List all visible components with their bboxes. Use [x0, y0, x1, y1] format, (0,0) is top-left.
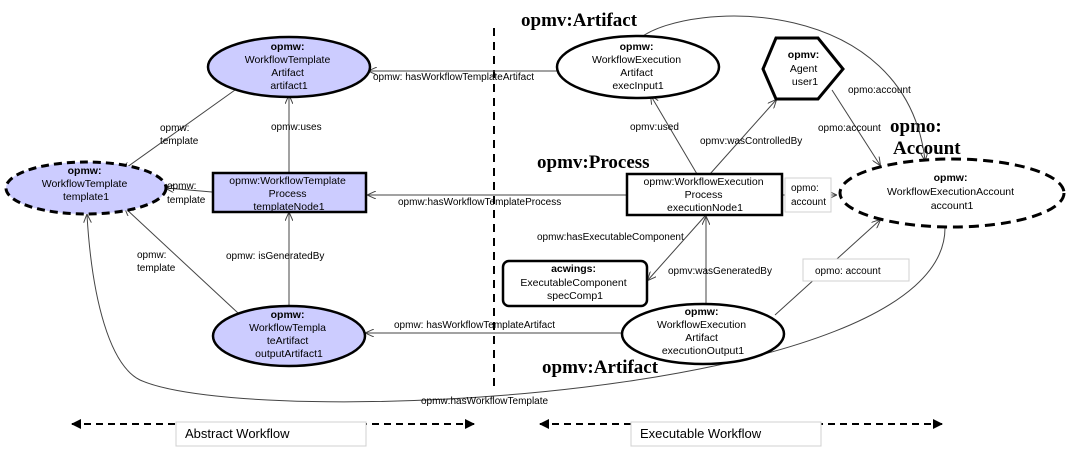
label-isGeneratedBy: opmw: isGeneratedBy [226, 251, 324, 262]
svg-text:acwings: ExecutableCompo: acwings: ExecutableComponent specComp1 [520, 263, 629, 302]
executable-workflow-label: Executable Workflow [640, 426, 762, 441]
node-executionNode1[interactable]: opmw:WorkflowExecution Process execution… [625, 172, 784, 217]
edge-labels: opmw: template opmw: template opmw: temp… [137, 72, 911, 407]
label-wasGeneratedBy: opmv:wasGeneratedBy [668, 266, 772, 277]
svg-text:opmw: WorkflowTempla: opmw: WorkflowTempla teArtifact outputAr… [249, 309, 329, 360]
label-used: opmv:used [630, 122, 679, 133]
label-hasWorkflowTemplateArtifact-top: opmw: hasWorkflowTemplateArtifact [373, 72, 534, 83]
label-account-input: opmo:account [818, 123, 881, 134]
label-hasExecutableComponent: opmw:hasExecutableComponent [537, 232, 684, 243]
svg-text:opmw: WorkflowTemplate: opmw: WorkflowTemplate template1 [42, 165, 131, 203]
svg-text:opmw: WorkflowExecutionA: opmw: WorkflowExecutionAccount account1 [887, 172, 1017, 212]
label-wasControlledBy: opmv:wasControlledBy [700, 136, 802, 147]
node-account1[interactable]: opmw: WorkflowExecutionAccount account1 [838, 157, 1066, 229]
executable-label-box [630, 421, 822, 447]
edge-hasWorkflowTemplate [87, 215, 946, 403]
node-outputArtifact1[interactable]: opmw: WorkflowTempla teArtifact outputAr… [211, 304, 367, 368]
edge-account-execInput1 [639, 15, 925, 160]
label-account: Account [893, 138, 961, 159]
account-output-label-box [802, 258, 910, 282]
label-account-output: opmo: account [815, 266, 881, 277]
svg-text:opmw:WorkflowTemplate Pr: opmw:WorkflowTemplate Process templateNo… [229, 175, 348, 213]
account-process-label-box [784, 177, 832, 213]
abstract-label-box [175, 421, 367, 447]
svg-text:opmw: WorkflowTemplate: opmw: WorkflowTemplate Artifact artifact… [245, 41, 334, 92]
node-artifact1[interactable]: opmw: WorkflowTemplate Artifact artifact… [206, 35, 372, 99]
svg-text:opmw:WorkflowExecution P: opmw:WorkflowExecution Process execution… [644, 176, 767, 214]
edge-hasExecutableComponent [648, 215, 706, 280]
label-process: opmv:Process [537, 152, 650, 173]
abstract-workflow-label: Abstract Workflow [185, 426, 290, 441]
node-specComp1[interactable]: acwings: ExecutableComponent specComp1 [501, 259, 649, 308]
label-hasWorkflowTemplateArtifact-bottom: opmw: hasWorkflowTemplateArtifact [394, 320, 555, 331]
label-artifact-bottom: opmv:Artifact [542, 357, 659, 378]
edge-account-user1 [831, 89, 880, 165]
label-output-template: opmw: template [137, 250, 176, 274]
label-account-process: opmo: account [791, 183, 826, 208]
node-executionOutput1[interactable]: opmw: WorkflowExecution Artifact executi… [620, 302, 786, 366]
svg-text:opmv: Agent user1: opmv: Agent user1 [788, 49, 822, 88]
svg-text:opmw: WorkflowExecution: opmw: WorkflowExecution Artifact execInp… [592, 41, 684, 92]
node-user1[interactable]: opmv: Agent user1 [761, 36, 845, 101]
svg-text:opmw: WorkflowExecution: opmw: WorkflowExecution Artifact executi… [657, 306, 749, 357]
label-uses: opmw:uses [271, 122, 322, 133]
label-account-user: opmo:account [848, 85, 911, 96]
label-artifact1-template: opmw: template [160, 123, 199, 147]
edge-templateNode1-template1 [166, 188, 213, 192]
label-account-prefix: opmo: [890, 116, 942, 137]
edge-output-template1 [125, 208, 239, 314]
edge-used [651, 96, 698, 175]
node-templateNode1[interactable]: opmw:WorkflowTemplate Process templateNo… [211, 171, 368, 214]
label-artifact-top: opmv:Artifact [521, 10, 638, 31]
label-hasWorkflowTemplateProcess: opmw:hasWorkflowTemplateProcess [398, 197, 561, 208]
edge-artifact1-template1 [123, 89, 236, 170]
node-template1[interactable]: opmw: WorkflowTemplate template1 [4, 160, 168, 216]
label-hasWorkflowTemplate: opmw:hasWorkflowTemplate [421, 396, 549, 407]
label-templateNode1-template: opmw: template [167, 181, 206, 206]
node-execInput1[interactable]: opmw: WorkflowExecution Artifact execInp… [555, 34, 721, 100]
edge-wasControlledBy [709, 100, 776, 175]
